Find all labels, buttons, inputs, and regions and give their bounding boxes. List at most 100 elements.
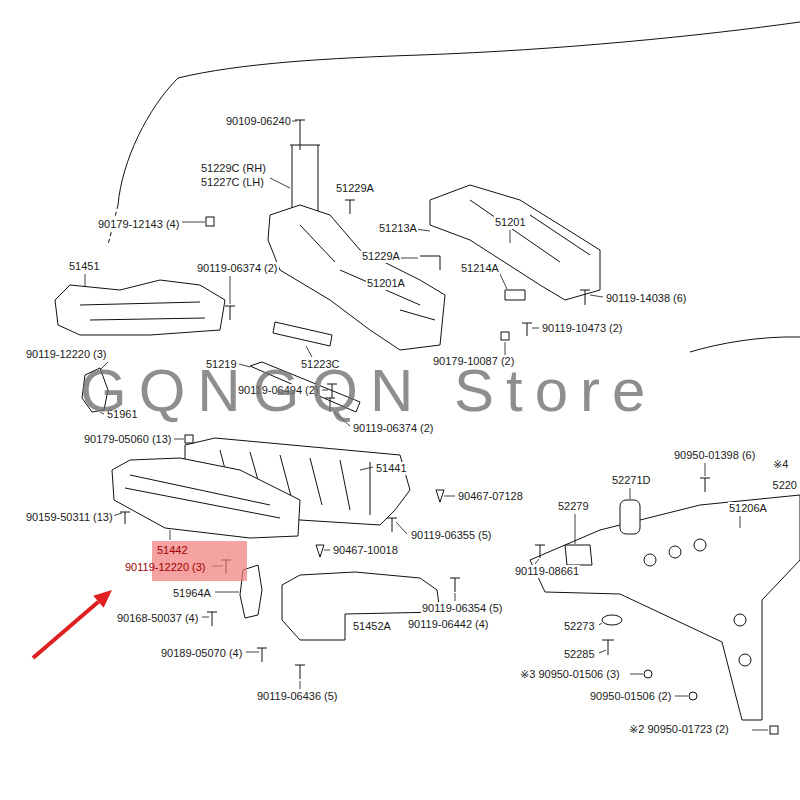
- leader-line: [590, 295, 603, 297]
- part-number: 90119-06436 (5): [256, 690, 339, 703]
- hole: [669, 546, 681, 558]
- part-number: 90119-06442 (4): [407, 618, 490, 631]
- part-number: ※3 90950-01506 (3): [519, 668, 621, 681]
- part-number: 90467-07128: [457, 490, 524, 503]
- part-number: 90179-05060 (13): [83, 433, 172, 446]
- part-number: 90159-50311 (13): [25, 511, 114, 524]
- brace: [273, 322, 332, 346]
- screw: [120, 512, 130, 524]
- bracket: [505, 290, 525, 300]
- leader-line: [455, 593, 456, 601]
- part-number: 51229C (RH): [200, 162, 267, 175]
- leader-line: [324, 550, 330, 551]
- leader-line: [740, 516, 741, 528]
- part-number: 90950-01506 (2): [589, 690, 672, 703]
- leader-line: [630, 674, 643, 675]
- part-number: 90119-10473 (2): [541, 322, 624, 335]
- part-number: 90109-06240: [225, 115, 292, 128]
- leader-line: [575, 514, 576, 544]
- leader-line: [599, 650, 606, 653]
- leader-line: [444, 496, 455, 497]
- part-number: 52279: [557, 500, 590, 513]
- part-number: ※2 90950-01723 (2): [628, 723, 730, 736]
- bolt: [295, 665, 305, 679]
- part-number: 51213A: [378, 222, 418, 235]
- parts: [55, 145, 800, 720]
- bolt: [602, 640, 614, 655]
- part-number: 90119-06354 (5): [421, 602, 504, 615]
- leader-line: [705, 463, 706, 476]
- leader-line: [230, 276, 231, 304]
- leader-line: [532, 328, 539, 329]
- leader-line: [535, 559, 539, 564]
- nut: [689, 692, 697, 700]
- bolt: [295, 120, 305, 150]
- nut: [206, 217, 214, 226]
- bolt: [522, 323, 532, 336]
- upright: [290, 145, 320, 215]
- crossmember: [430, 185, 600, 300]
- part-number: 90168-50037 (4): [116, 612, 199, 625]
- under-cover: [112, 458, 300, 538]
- arrow-head: [93, 590, 112, 608]
- bolt: [387, 518, 397, 532]
- part-number: 51451: [68, 260, 101, 273]
- leader-line: [306, 346, 312, 357]
- part-number: 51227C (LH): [200, 176, 265, 189]
- clip: [436, 490, 444, 502]
- hole: [734, 614, 746, 626]
- part-number: 52271D: [611, 474, 652, 487]
- leader-line: [215, 592, 239, 593]
- leader-line: [599, 623, 602, 625]
- leader-line: [182, 222, 205, 223]
- body-line: [690, 337, 800, 352]
- leader-line: [360, 467, 373, 470]
- arrow-shaft: [33, 602, 98, 658]
- fasteners: [120, 120, 778, 734]
- leader-line: [202, 617, 209, 618]
- part-number: 90119-12220 (3): [124, 561, 207, 574]
- part-number: 90119-06374 (2): [196, 262, 279, 275]
- part-number: 51229A: [361, 250, 401, 263]
- cover-rib: [125, 475, 280, 518]
- body-line: [118, 22, 800, 205]
- part-number: 52273: [563, 620, 596, 633]
- part-number: 51206A: [728, 502, 768, 515]
- part-number: 51229A: [335, 182, 375, 195]
- clip: [316, 545, 324, 557]
- part-number: ※4: [772, 458, 789, 471]
- bolt: [535, 545, 545, 558]
- part-number: 51441: [375, 462, 408, 475]
- nut: [770, 726, 778, 734]
- part-number: 51214A: [460, 262, 500, 275]
- nut: [185, 435, 193, 443]
- bolt: [207, 612, 217, 626]
- leader-line: [85, 274, 86, 287]
- part-detail: [80, 302, 205, 320]
- leader-line: [400, 258, 418, 259]
- watermark: GQNGQN Store: [80, 358, 657, 424]
- part-number: 90467-10018: [332, 544, 399, 557]
- part-number: 90119-06355 (5): [410, 529, 493, 542]
- bracket: [565, 545, 592, 565]
- leader-line: [174, 439, 184, 440]
- leader-line: [510, 230, 511, 243]
- bracket: [420, 256, 440, 270]
- part-number: 90179-12143 (4): [97, 218, 180, 231]
- nut: [501, 332, 509, 340]
- crossmember: [268, 205, 445, 350]
- leader-lines: [85, 121, 768, 730]
- part-number: 52285: [563, 648, 596, 661]
- hole: [644, 554, 656, 566]
- leader-line: [675, 696, 688, 697]
- part-detail: [300, 225, 435, 320]
- bushing: [620, 500, 640, 534]
- part-number: 5220: [772, 479, 798, 492]
- part-number: 51964A: [172, 587, 212, 600]
- leader-line: [396, 522, 407, 534]
- rear-crossmember: [530, 495, 800, 720]
- leader-line: [300, 681, 301, 689]
- bushing: [602, 615, 622, 625]
